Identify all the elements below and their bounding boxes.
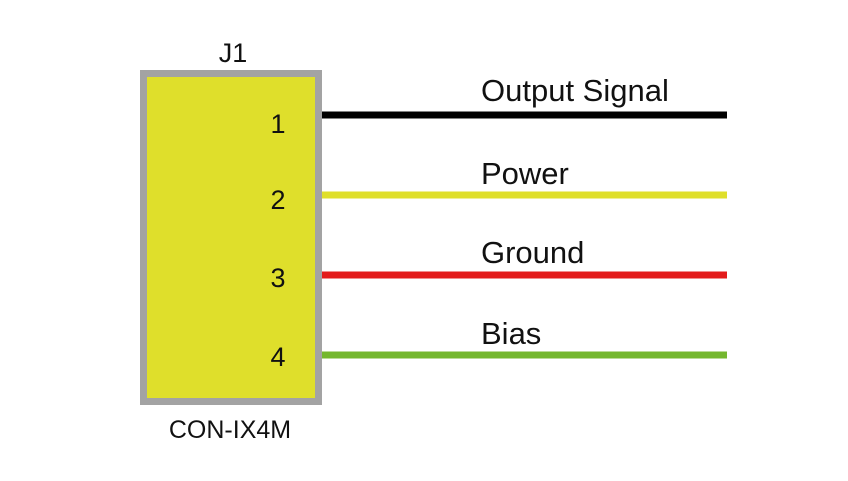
pin-number-3: 3 [270,263,285,293]
connector-body [140,70,322,405]
signal-label-bias: Bias [481,316,541,351]
signal-label-output-signal: Output Signal [481,73,669,108]
connector-designator: J1 [219,38,248,68]
pin-number-2: 2 [270,185,285,215]
signal-label-ground: Ground [481,235,584,270]
signal-label-power: Power [481,156,569,191]
pin-number-4: 4 [270,342,285,372]
connector-part-number: CON-IX4M [169,416,291,444]
pin-number-1: 1 [270,109,285,139]
